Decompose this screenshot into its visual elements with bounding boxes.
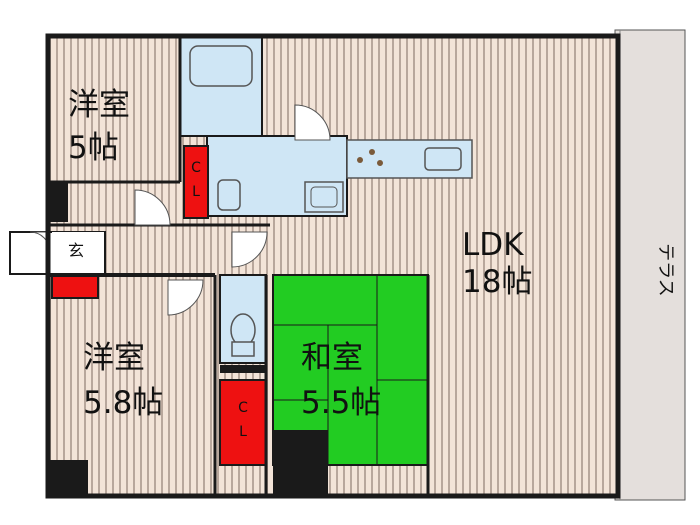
pillar	[48, 460, 88, 496]
closet-bottom: C L	[219, 379, 267, 466]
kitchen-counter	[346, 139, 473, 179]
shoe-closet	[51, 275, 99, 299]
room-labels: 洋室 5帖 洋室 5.8帖 和室 5.5帖 LDK 18帖	[68, 87, 532, 421]
pillar	[48, 182, 68, 222]
room-western-bottom-name: 洋室	[83, 340, 145, 376]
closet-bottom-c: C	[238, 400, 248, 416]
entrance: 玄	[9, 231, 106, 299]
bathtub	[189, 45, 253, 87]
terrace-label: テラス	[655, 243, 676, 297]
toilet-room	[219, 274, 267, 364]
washroom	[206, 135, 348, 217]
room-western-top-size: 5帖	[68, 130, 119, 166]
stove-icon	[357, 157, 363, 163]
wash-basin	[217, 179, 241, 211]
wall-segment	[220, 365, 266, 373]
terrace: テラス	[614, 29, 686, 501]
door-swings	[134, 104, 331, 316]
room-ldk-size: 18帖	[462, 264, 532, 300]
room-japanese-size: 5.5帖	[301, 385, 381, 421]
alcove	[273, 430, 328, 495]
room-japanese-name: 和室	[301, 340, 363, 376]
bathroom	[179, 35, 263, 137]
sink-icon	[424, 147, 462, 171]
room-western-top-name: 洋室	[68, 87, 130, 123]
japanese-room	[272, 274, 429, 495]
closet-top-l: L	[192, 184, 200, 200]
closet-top: C L	[183, 145, 209, 219]
entrance-label: 玄	[68, 241, 84, 260]
room-ldk-name: LDK	[462, 227, 524, 263]
toilet-icon	[230, 313, 256, 347]
closet-top-c: C	[191, 160, 201, 176]
closet-bottom-l: L	[239, 424, 247, 440]
room-western-bottom-size: 5.8帖	[83, 385, 163, 421]
